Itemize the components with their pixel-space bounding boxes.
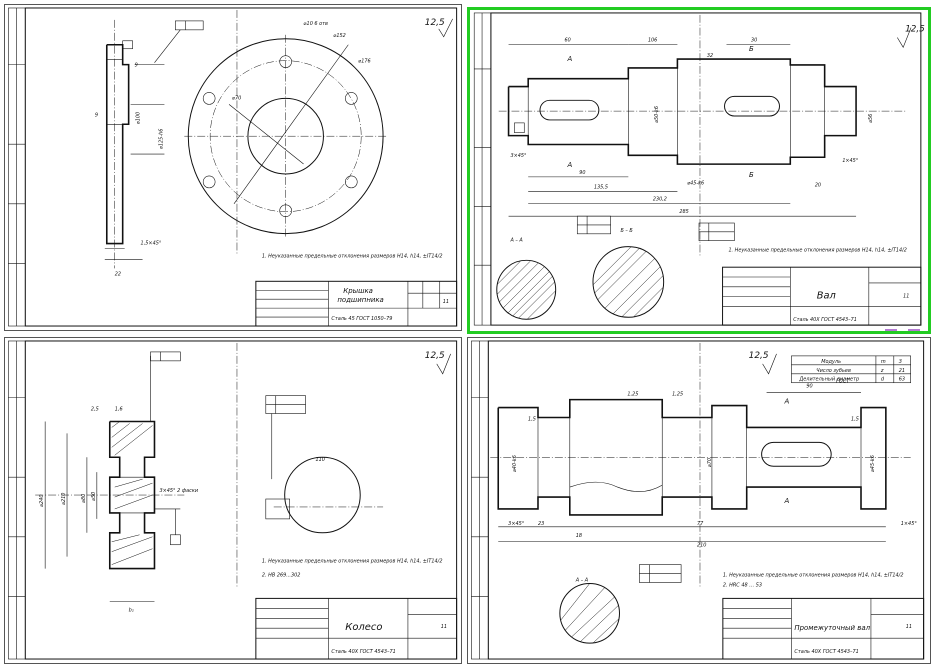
cover-material: Сталь 45 ГОСТ 1050–79 — [331, 316, 392, 322]
svg-text:21: 21 — [899, 368, 905, 374]
svg-text:⌀10 6 отв: ⌀10 6 отв — [304, 21, 329, 27]
wheel-roughness: 12,5 — [425, 351, 445, 361]
drawing-sheet-cover[interactable]: 9 ⌀100 ⌀125-h6 9 22 1,5×45° ⌀10 6 отв ⌀1… — [4, 4, 462, 331]
svg-text:2,5: 2,5 — [91, 407, 99, 413]
svg-text:3×45°: 3×45° — [508, 521, 524, 527]
wheel-note2: 2. HB 269...302 — [262, 573, 301, 579]
svg-text:77: 77 — [697, 521, 704, 527]
svg-text:⌀100: ⌀100 — [136, 112, 142, 124]
svg-text:90: 90 — [579, 170, 585, 176]
shaft-drawing: 60 106 30 32 90 135,5 230,2 285 3×45° ⌀4… — [473, 12, 925, 326]
svg-text:⌀50: ⌀50 — [91, 492, 97, 501]
intermediate-material: Сталь 40Х ГОСТ 4543–71 — [794, 649, 858, 655]
svg-text:⌀70: ⌀70 — [707, 458, 713, 467]
svg-text:1,25: 1,25 — [672, 392, 683, 398]
svg-text:60: 60 — [565, 37, 571, 43]
svg-text:11: 11 — [441, 624, 447, 630]
svg-text:3×45° 2 фаски: 3×45° 2 фаски — [159, 488, 198, 494]
svg-text:1,5×45°: 1,5×45° — [141, 241, 162, 247]
svg-text:z: z — [880, 368, 884, 374]
svg-text:⌀210: ⌀210 — [61, 493, 67, 505]
cover-note: 1. Неуказанные предельные отклонения раз… — [262, 253, 443, 259]
wheel-material: Сталь 40Х ГОСТ 4543–71 — [331, 649, 395, 655]
drawing-sheet-shaft[interactable]: 60 106 30 32 90 135,5 230,2 285 3×45° ⌀4… — [467, 7, 931, 334]
selection-marker — [908, 329, 920, 331]
svg-text:90: 90 — [806, 384, 812, 390]
intermediate-section-label: А – А — [575, 578, 589, 584]
svg-text:110: 110 — [315, 457, 324, 463]
svg-text:⌀80: ⌀80 — [81, 494, 87, 503]
shaft-title: Вал — [817, 291, 836, 302]
cover-title-1: Крышка — [343, 287, 373, 295]
svg-text:Число зубьев: Число зубьев — [816, 368, 851, 374]
svg-text:Б: Б — [749, 45, 754, 53]
svg-text:18: 18 — [576, 533, 582, 539]
svg-text:А: А — [566, 55, 572, 63]
svg-text:11: 11 — [443, 299, 449, 305]
svg-text:m: m — [881, 359, 886, 365]
intermediate-drawing: Модуль m 3 Число зубьев z 21 Делительный… — [471, 340, 925, 660]
wheel-note1: 1. Неуказанные предельные отклонения раз… — [262, 559, 443, 565]
svg-text:⌀40-k6: ⌀40-k6 — [512, 455, 518, 472]
svg-text:1×45°: 1×45° — [842, 158, 858, 164]
svg-text:1,25: 1,25 — [627, 392, 638, 398]
shaft-section-a-label: А – А — [510, 238, 524, 244]
intermediate-roughness: 12,5 — [749, 351, 769, 361]
svg-text:11: 11 — [906, 624, 912, 630]
intermediate-title: Промежуточный вал — [794, 624, 870, 632]
svg-text:63: 63 — [899, 377, 905, 383]
intermediate-note2: 2. HRC 48 … 53 — [723, 582, 762, 588]
wheel-drawing: ⌀240 ⌀210 ⌀80 ⌀50 2,5 1,6 3×45° 2 фаски … — [8, 340, 458, 660]
svg-text:3: 3 — [899, 359, 902, 365]
shaft-roughness: 12,5 — [905, 25, 925, 35]
svg-text:d: d — [881, 377, 885, 383]
svg-text:285: 285 — [679, 209, 688, 215]
svg-text:32: 32 — [707, 53, 713, 59]
intermediate-note1: 1. Неуказанные предельные отклонения раз… — [723, 573, 904, 579]
svg-text:⌀56: ⌀56 — [868, 114, 874, 123]
svg-text:3×45°: 3×45° — [511, 153, 527, 159]
svg-text:⌀45-k6: ⌀45-k6 — [870, 455, 876, 472]
svg-text:106: 106 — [648, 37, 657, 43]
svg-text:23: 23 — [538, 521, 544, 527]
svg-text:ГОСТ: ГОСТ — [836, 379, 850, 385]
svg-text:b₂: b₂ — [129, 607, 134, 613]
drawing-sheet-wheel[interactable]: ⌀240 ⌀210 ⌀80 ⌀50 2,5 1,6 3×45° 2 фаски … — [4, 337, 462, 664]
shaft-section-b-label: Б – Б — [620, 228, 633, 234]
svg-text:А: А — [566, 161, 572, 169]
drawing-sheet-intermediate-shaft[interactable]: Модуль m 3 Число зубьев z 21 Делительный… — [467, 337, 931, 664]
selection-marker — [885, 329, 897, 331]
svg-text:⌀176: ⌀176 — [358, 59, 370, 65]
svg-text:А: А — [783, 497, 789, 505]
shaft-material: Сталь 40Х ГОСТ 4543–71 — [793, 317, 857, 323]
svg-text:⌀45-k6: ⌀45-k6 — [687, 181, 704, 187]
svg-text:А: А — [783, 398, 789, 406]
svg-text:Б: Б — [749, 171, 754, 179]
svg-text:210: 210 — [697, 543, 706, 549]
svg-text:⌀50-k6: ⌀50-k6 — [654, 106, 660, 123]
svg-text:1,6: 1,6 — [115, 407, 123, 413]
svg-text:⌀152: ⌀152 — [333, 33, 345, 39]
svg-text:22: 22 — [115, 271, 121, 277]
svg-text:1×45°: 1×45° — [901, 521, 917, 527]
svg-text:1,5: 1,5 — [851, 416, 859, 422]
cover-title-2: подшипника — [337, 296, 383, 304]
svg-text:230,2: 230,2 — [653, 196, 667, 202]
cover-drawing: 9 ⌀100 ⌀125-h6 9 22 1,5×45° ⌀10 6 отв ⌀1… — [8, 7, 458, 327]
svg-text:30: 30 — [751, 37, 757, 43]
cover-dim-2-5: 9 — [135, 63, 138, 69]
svg-text:135,5: 135,5 — [594, 185, 608, 191]
svg-text:⌀70: ⌀70 — [232, 95, 241, 101]
wheel-title: Колесо — [345, 622, 382, 633]
svg-text:9: 9 — [95, 112, 98, 118]
svg-text:20: 20 — [815, 183, 821, 189]
shaft-note: 1. Неуказанные предельные отклонения раз… — [728, 247, 906, 253]
cover-roughness: 12,5 — [425, 18, 445, 28]
svg-text:Модуль: Модуль — [821, 359, 841, 365]
svg-text:1,5: 1,5 — [528, 416, 536, 422]
svg-text:⌀240: ⌀240 — [39, 495, 45, 507]
svg-text:11: 11 — [903, 294, 909, 300]
cover-dim-125: ⌀125-h6 — [158, 129, 164, 150]
svg-text:Делительный диаметр: Делительный диаметр — [798, 377, 859, 383]
